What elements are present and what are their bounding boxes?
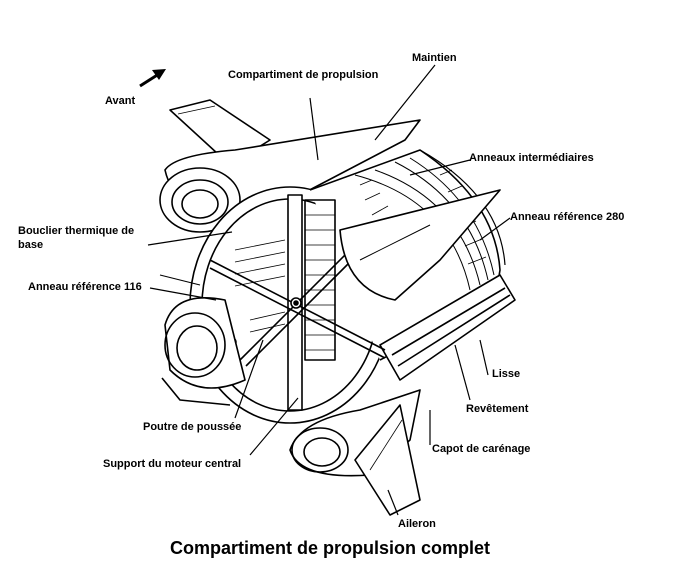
label-anneau-280: Anneau référence 280 xyxy=(510,211,625,223)
label-compartiment-propulsion: Compartiment de propulsion xyxy=(228,69,379,81)
label-anneau-116: Anneau référence 116 xyxy=(28,281,142,293)
label-revetement: Revêtement xyxy=(466,403,529,415)
label-lisse: Lisse xyxy=(492,368,521,380)
label-poutre-poussee: Poutre de poussée xyxy=(143,421,242,433)
label-bouclier-line1: Bouclier thermique de xyxy=(18,225,135,237)
forward-arrow-icon xyxy=(139,69,166,88)
label-maintien: Maintien xyxy=(412,52,457,64)
label-avant: Avant xyxy=(105,95,136,107)
figure-caption: Compartiment de propulsion complet xyxy=(169,538,491,558)
label-bouclier-line2: base xyxy=(18,239,44,251)
label-capot-carenage: Capot de carénage xyxy=(432,443,531,455)
label-aileron: Aileron xyxy=(398,518,436,530)
label-support-moteur: Support du moteur central xyxy=(103,458,242,470)
label-anneaux-intermediaires: Anneaux intermédiaires xyxy=(469,152,594,164)
